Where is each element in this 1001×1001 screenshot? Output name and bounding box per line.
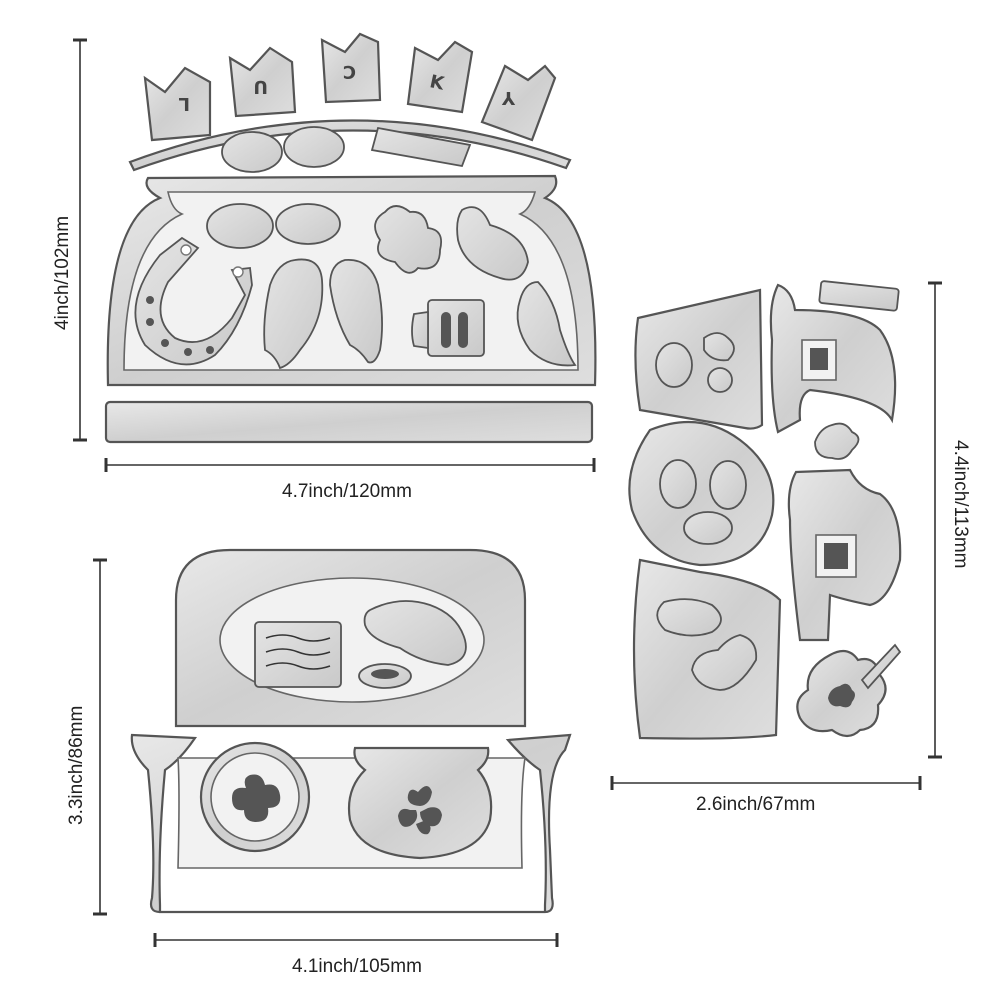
coin-piece — [283, 126, 345, 168]
strip-piece — [818, 280, 900, 312]
dimension-right-height: 4.4inch/113mm — [928, 281, 971, 759]
beer-mug-icon — [411, 299, 485, 357]
right-width-label: 2.6inch/67mm — [696, 794, 815, 815]
mustache-icon — [263, 258, 383, 370]
banner-letter-4: K — [428, 71, 447, 95]
leprechaun-hat-icon — [769, 283, 897, 460]
strip-piece — [370, 126, 472, 168]
die-set-leprechaun-hats — [628, 280, 902, 740]
cloud-piece — [374, 205, 443, 274]
four-leaf-clover-icon — [398, 786, 442, 835]
banner-letter-2: U — [253, 76, 268, 97]
die-set-window-pots — [130, 548, 572, 914]
hat-piece — [634, 288, 764, 430]
banner-letter-3: C — [343, 61, 356, 82]
stone-piece — [206, 203, 274, 249]
stone-piece — [275, 203, 341, 245]
shamrock-icon — [796, 643, 902, 738]
top-left-width-label: 4.7inch/120mm — [282, 481, 412, 502]
horseshoe-icon — [134, 236, 253, 366]
base-strip — [104, 400, 594, 444]
dimension-top-left-height: 4inch/102mm — [52, 38, 87, 442]
banner-letter-5: Y — [501, 87, 516, 108]
banner-letter-1: L — [179, 93, 190, 114]
top-left-height-label: 4inch/102mm — [52, 216, 73, 330]
right-height-label: 4.4inch/113mm — [950, 440, 971, 569]
die-set-lucky-pot: L U C K Y — [104, 32, 597, 444]
pot-of-gold-icon — [347, 746, 493, 860]
beard-piece — [456, 206, 529, 281]
pot-base — [130, 733, 572, 914]
bottom-left-width-label: 4.1inch/105mm — [292, 956, 422, 977]
dimension-bottom-left-width: 4.1inch/105mm — [153, 933, 559, 977]
hat-brim-piece — [632, 558, 782, 740]
shamrock-icon — [199, 741, 311, 853]
bread-piece — [363, 600, 467, 666]
lucky-banner: L U C K Y — [128, 32, 572, 172]
dimension-top-left-width: 4.7inch/120mm — [104, 458, 596, 502]
round-hat-piece — [628, 420, 775, 567]
dimension-bottom-left-height: 3.3inch/86mm — [66, 558, 107, 916]
coin-piece — [221, 131, 283, 173]
beard-tip-piece — [516, 281, 577, 367]
dimension-right-width: 2.6inch/67mm — [610, 776, 922, 815]
bottom-left-height-label: 3.3inch/86mm — [66, 706, 87, 825]
cheese-plate-piece — [254, 621, 342, 688]
